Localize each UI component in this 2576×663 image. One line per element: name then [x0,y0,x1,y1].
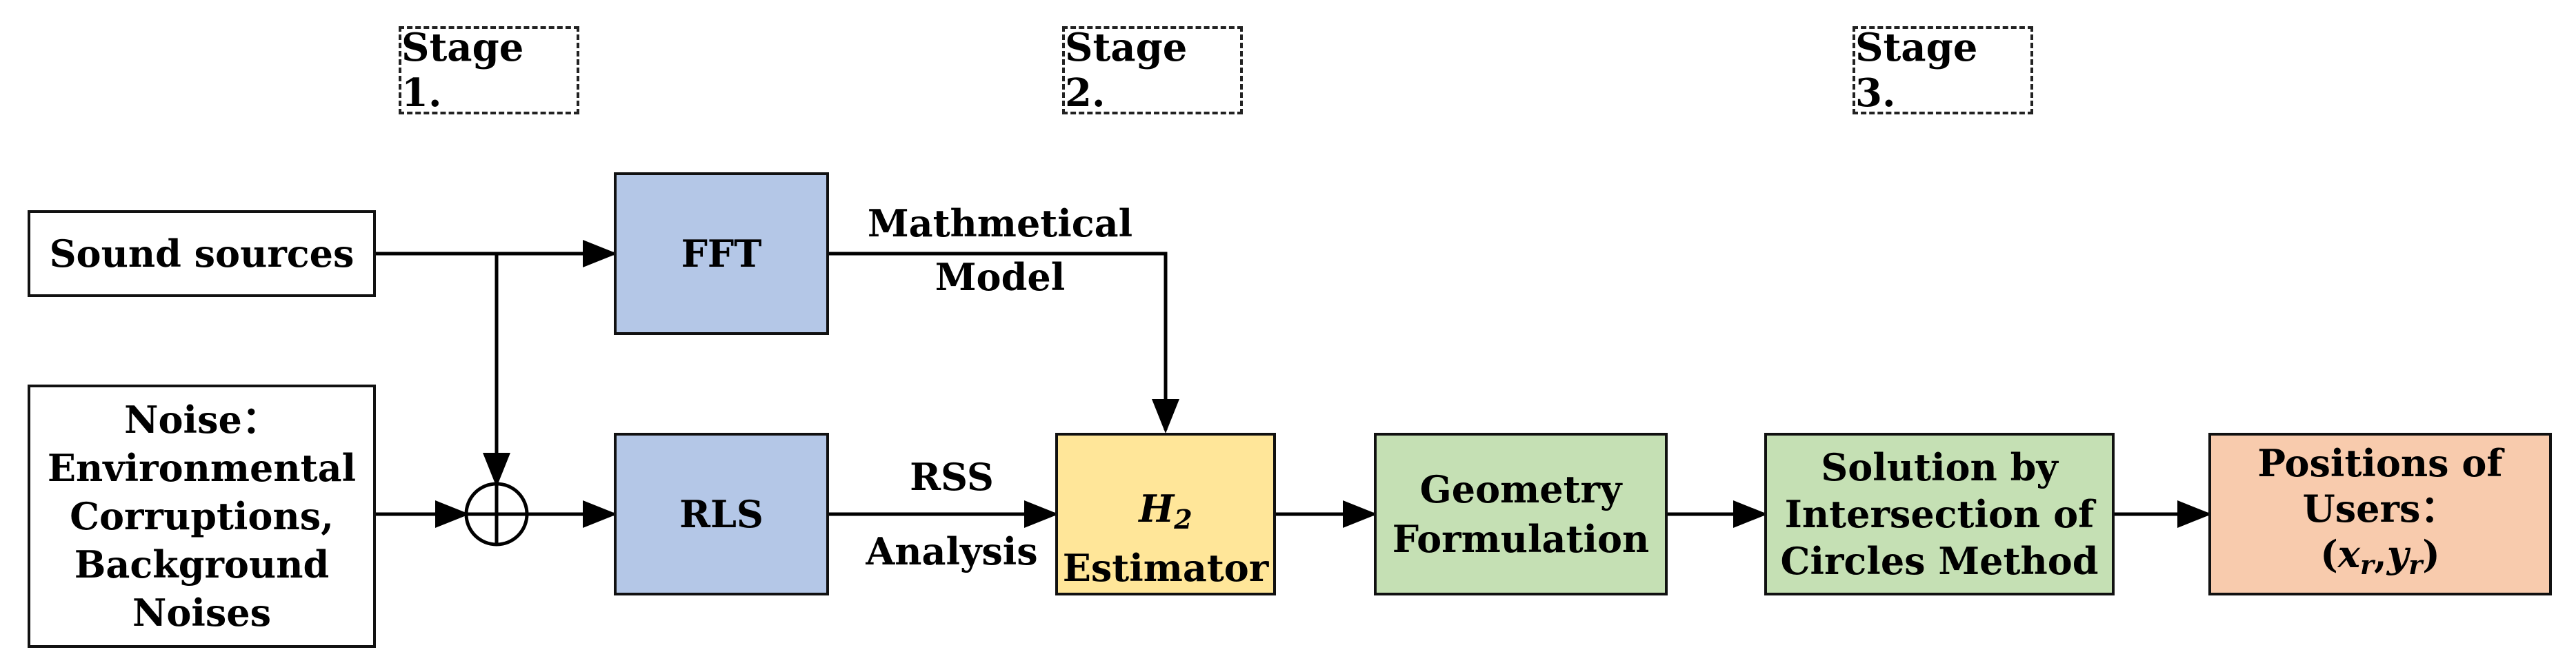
fft-text: FFT [681,232,762,276]
solution-block: Solution by Intersection of Circles Meth… [1764,433,2115,595]
summing-junction [464,482,529,547]
h2-estimator-block: H2 Estimator [1055,433,1276,595]
rls-block: RLS [614,433,829,595]
coord-y: y [2386,532,2409,576]
close-paren: ) [2422,532,2440,576]
positions-title: Positions of Users： [2257,441,2503,531]
open-paren: ( [2320,532,2338,576]
stage-3-text: Stage 3. [1855,25,1978,116]
geometry-formulation-block: Geometry Formulation [1374,433,1668,595]
mathematical-model-label: Mathmetical Model [862,201,1138,299]
noise-text: Noise： Environmental Corruptions, Backgr… [47,398,357,635]
stage-1-label: Stage 1. [399,25,579,116]
stage-3-label: Stage 3. [1853,25,2033,116]
stage-2-text: Stage 2. [1065,25,1188,116]
geometry-formulation-text: Geometry Formulation [1392,467,1650,561]
rss-line-2: Analysis [866,529,1038,573]
rls-text: RLS [679,492,763,536]
h2-symbol-subscript: 2 [1174,504,1192,535]
coord-sep: , [2374,532,2387,576]
h2-symbol-letter: H [1139,487,1175,531]
solution-text: Solution by Intersection of Circles Meth… [1780,445,2099,583]
positions-coordinates: (xr,yr) [2320,531,2440,588]
coord-y-sub: r [2408,549,2423,580]
coord-x-sub: r [2359,549,2374,580]
sound-sources-block: Sound sources [28,210,376,297]
fft-block: FFT [614,172,829,335]
math-line-2: Model [935,255,1066,299]
noise-block: Noise： Environmental Corruptions, Backgr… [28,385,376,648]
h2-estimator-text: Estimator [1062,546,1269,590]
positions-block: Positions of Users： (xr,yr) [2208,433,2552,595]
rss-analysis-label: RSS Analysis [848,455,1055,573]
stage-2-label: Stage 2. [1062,25,1243,116]
h2-symbol: H2 [1139,436,1192,544]
sound-sources-text: Sound sources [49,232,355,276]
rss-line-1: RSS [910,455,994,499]
stage-1-text: Stage 1. [401,25,524,116]
coord-x: x [2337,532,2360,576]
math-line-1: Mathmetical [867,201,1133,245]
